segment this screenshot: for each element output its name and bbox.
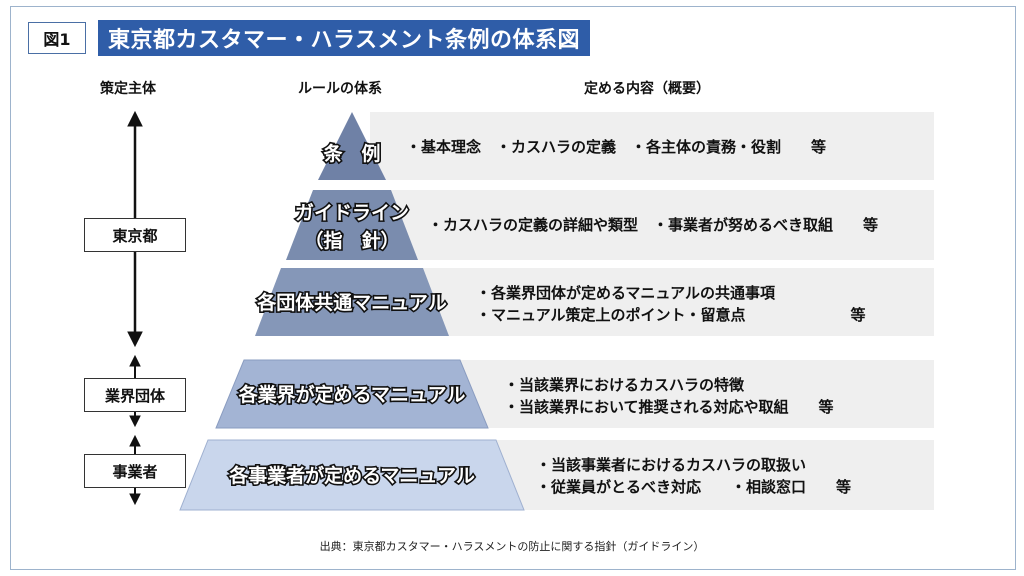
pyramid-level-4: [215, 359, 489, 429]
band-level-2: [370, 190, 934, 260]
pyramid-level-2: [286, 190, 418, 260]
level-5-label: 各事業者が定めるマニュアル: [228, 464, 475, 487]
source-note: 出典：東京都カスタマー・ハラスメントの防止に関する指針（ガイドライン）: [319, 540, 705, 553]
level-2-sublabel: （指 針）: [304, 229, 399, 252]
column-header-rules: ルールの体系: [298, 81, 382, 97]
level-5-content-line2: ・従業員がとるべき対応 ・相談窓口 等: [536, 478, 852, 496]
level-2-label: ガイドライン: [295, 202, 409, 224]
column-header-contents: 定める内容（概要）: [584, 81, 710, 97]
actor-tokyo: 東京都: [84, 218, 186, 252]
level-1-label: 条 例: [323, 142, 380, 165]
figure-title: 東京都カスタマー・ハラスメント条例の体系図: [98, 20, 591, 56]
pyramid-level-1: [318, 112, 386, 180]
pyramid-level-5: [179, 439, 525, 511]
level-3-label: 各団体共通マニュアル: [256, 291, 446, 314]
level-4-content-line2: ・当該業界において推奨される対応や取組 等: [504, 398, 834, 416]
actor-industry-group: 業界団体: [84, 378, 186, 412]
level-3-content-line2: ・マニュアル策定上のポイント・留意点 等: [476, 306, 866, 324]
level-2-content: ・カスハラの定義の詳細や類型 ・事業者が努めるべき取組 等: [428, 216, 879, 234]
figure-label: 図1: [28, 22, 86, 54]
pyramid-level-3: [255, 268, 449, 336]
level-5-content-line1: ・当該事業者におけるカスハラの取扱い: [536, 456, 807, 474]
level-4-label: 各業界が定めるマニュアル: [238, 383, 466, 406]
level-4-content-line1: ・当該業界におけるカスハラの特徴: [504, 376, 745, 394]
column-header-actor: 策定主体: [100, 81, 156, 97]
level-1-content: ・基本理念 ・カスハラの定義 ・各主体の責務・役割 等: [406, 138, 827, 156]
level-3-content-line1: ・各業界団体が定めるマニュアルの共通事項: [476, 284, 775, 302]
actor-business: 事業者: [84, 454, 186, 488]
band-level-3: [370, 268, 934, 336]
band-level-1: [370, 112, 934, 180]
